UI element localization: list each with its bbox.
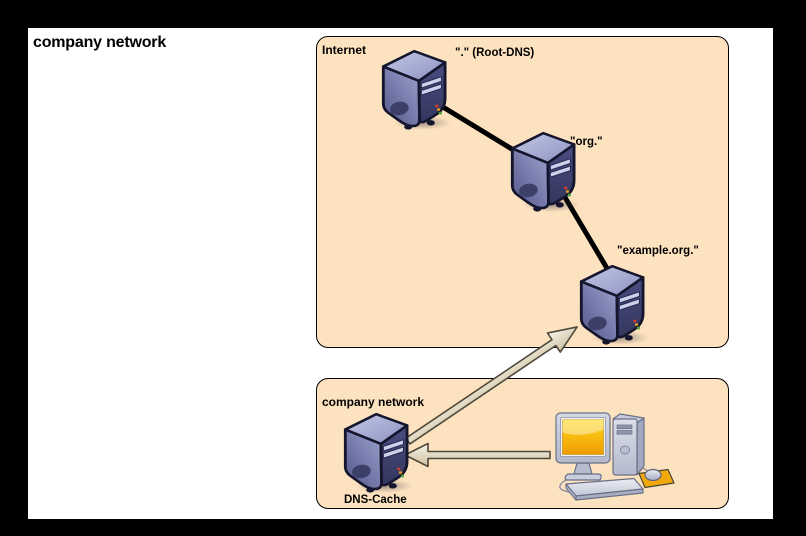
example-org-node-label: "example.org." (617, 245, 699, 257)
dns-cache-node-label: DNS-Cache (344, 494, 407, 506)
internet-group-label: Internet (322, 43, 367, 57)
server-tower-icon-dns-cache (337, 408, 413, 494)
server-tower-icon-org (504, 127, 580, 213)
company-network-group-label: company network (322, 395, 425, 409)
root-dns-node-label: "." (Root-DNS) (455, 47, 535, 59)
page-title: company network (33, 34, 167, 51)
server-tower-icon-root-dns (375, 45, 451, 131)
desktop-computer-icon-client (546, 404, 676, 504)
server-tower-icon-example-org (573, 260, 649, 346)
org-node-label: "org." (570, 136, 603, 148)
